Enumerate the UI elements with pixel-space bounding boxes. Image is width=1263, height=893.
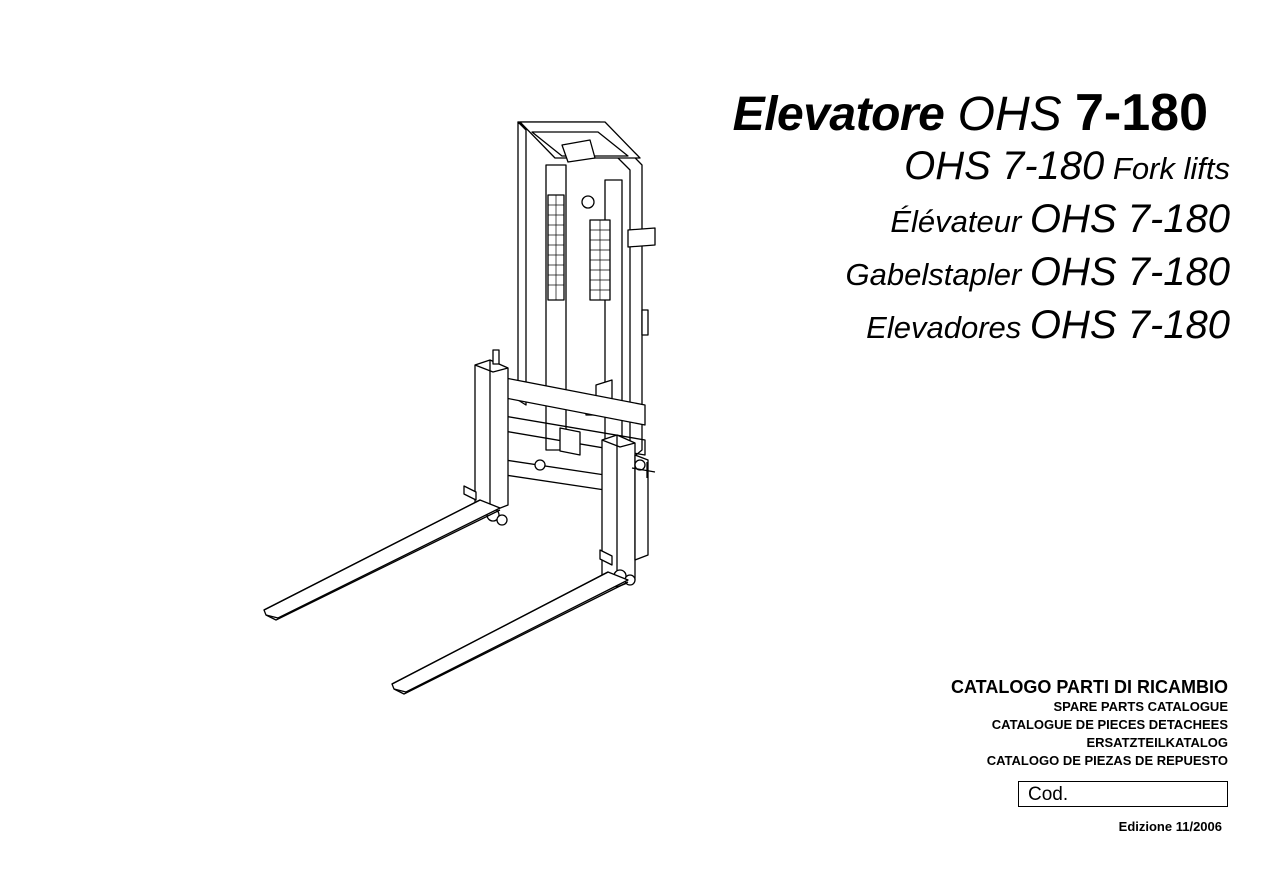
- title-german: Gabelstapler OHS 7-180: [845, 250, 1231, 294]
- code-label: Cod.: [1028, 784, 1069, 805]
- title-model: 7-180: [1075, 84, 1208, 142]
- catalog-title-french: CATALOGUE DE PIECES DETACHEES: [991, 717, 1228, 732]
- edition-label: Edizione 11/2006: [1118, 819, 1222, 834]
- catalog-title-german: ERSATZTEILKATALOG: [1086, 735, 1228, 750]
- catalog-title-english: SPARE PARTS CATALOGUE: [1053, 699, 1228, 714]
- title-english: OHS 7-180 Fork lifts: [904, 144, 1230, 188]
- title-block: Elevatore OHS 7-180 OHS 7-180 Fork lifts…: [733, 84, 1230, 356]
- catalog-title-italian: CATALOGO PARTI DI RICAMBIO: [951, 677, 1228, 697]
- title-italian: Elevatore OHS 7-180: [733, 84, 1208, 144]
- title-word-ohs: OHS: [957, 88, 1062, 141]
- title-french: Élévateur OHS 7-180: [890, 197, 1230, 241]
- code-field: Cod.: [1018, 781, 1228, 807]
- forklift-illustration: [263, 121, 656, 695]
- catalog-title-spanish: CATALOGO DE PIEZAS DE REPUESTO: [986, 753, 1228, 768]
- catalog-block: CATALOGO PARTI DI RICAMBIO SPARE PARTS C…: [951, 676, 1228, 770]
- title-spanish: Elevadores OHS 7-180: [866, 303, 1230, 347]
- title-word-elevatore: Elevatore: [732, 88, 945, 141]
